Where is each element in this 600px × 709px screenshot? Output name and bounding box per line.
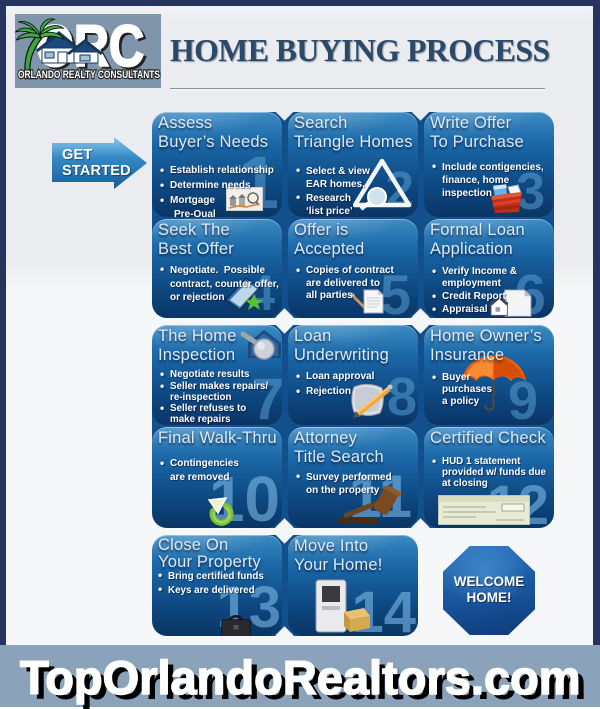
svg-text:ORLANDO REALTY CONSULTANTS: ORLANDO REALTY CONSULTANTS bbox=[18, 69, 160, 81]
